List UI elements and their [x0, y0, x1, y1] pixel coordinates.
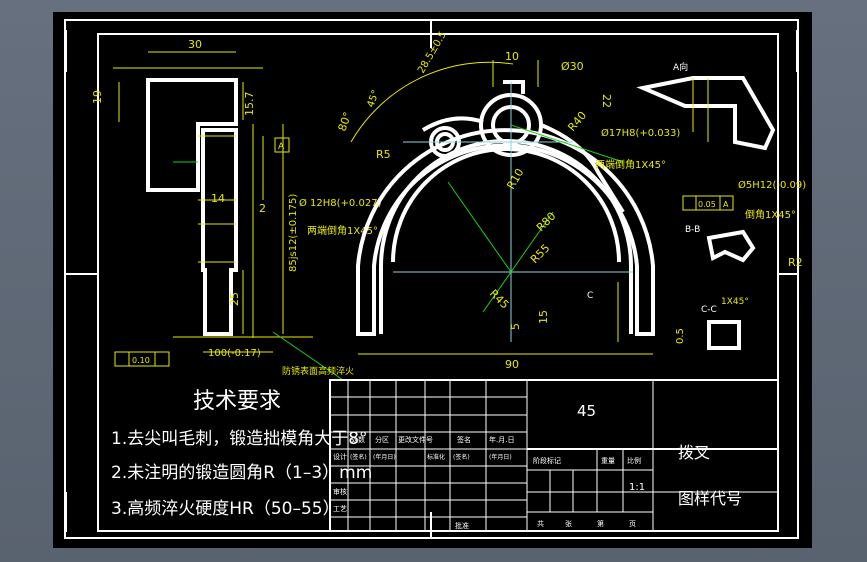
dim-r45: R45 — [487, 287, 511, 311]
tb-stage-0: 阶段标记 — [533, 456, 561, 465]
dim-r55: R55 — [528, 242, 552, 266]
side-view — [146, 78, 238, 336]
dim-90: 90 — [505, 358, 519, 371]
tb-row2-3: 标准化 — [427, 453, 445, 461]
tolerance-frame-2 — [682, 195, 734, 211]
dim-15-7: 15.7 — [243, 92, 256, 117]
tb-row2-1: (签名) — [350, 453, 367, 461]
tb-row2-0: 设计 — [333, 452, 347, 461]
tb-sheet-0: 共 — [537, 519, 544, 528]
dim-14: 14 — [211, 192, 225, 205]
dim-r10: R10 — [504, 166, 526, 191]
tech-line-1: 1.去尖叫毛刺，锻造拙模角大于8° — [111, 429, 368, 449]
tb-approve: 批准 — [455, 521, 469, 530]
tolerance-value-2: 0.05 — [698, 200, 716, 209]
dim-1x45: 1X45° — [721, 297, 749, 307]
section-bb — [706, 229, 756, 263]
tolerance-frame-1 — [114, 351, 170, 367]
tech-line-2: 2.未注明的锻造圆角R（1–3）mm — [111, 463, 372, 483]
dim-2: 2 — [259, 202, 266, 215]
tb-stage-2: 比例 — [627, 456, 641, 465]
tb-header-1: 分区 — [375, 435, 389, 444]
drawing-number: 图样代号 — [678, 489, 742, 508]
dim-19: 19 — [91, 90, 104, 104]
tb-row2-4: (签名) — [453, 453, 470, 461]
tb-sheet-1: 张 — [565, 519, 572, 528]
dim-30-top: 30 — [188, 38, 202, 51]
tb-sheet-3: 页 — [629, 520, 636, 528]
dim-5: 5 — [509, 323, 522, 330]
part-name: 拨叉 — [678, 443, 710, 462]
title-block — [329, 379, 779, 532]
view-a-label: A向 — [673, 61, 688, 73]
dim-r5: R5 — [376, 148, 391, 161]
tb-row2-2: (年月日) — [373, 453, 396, 461]
tech-line-3: 3.高频淬火硬度HR（50–55） — [111, 499, 340, 519]
dim-r40: R40 — [565, 109, 589, 134]
material: 45 — [577, 402, 596, 420]
datum-a-2: A — [723, 200, 729, 209]
tb-process: 工艺 — [333, 505, 347, 513]
dim-r80: R80 — [534, 210, 558, 234]
tb-row2-5: (年月日) — [489, 453, 512, 461]
section-mark-c: C — [587, 291, 593, 301]
engineering-drawing: 30 19 15.7 14 2 25 100(-0.17) 85js12(±0.… — [64, 19, 806, 539]
tb-sheet-2: 第 — [597, 519, 604, 528]
dim-5h12: Ø5H12(-0.09) — [738, 179, 806, 191]
chamfer-note-3: 倒角1X45° — [745, 209, 796, 221]
tb-review: 审核 — [333, 487, 347, 496]
tb-header-3: 签名 — [457, 435, 471, 444]
chamfer-note-1: 两端倒角1X45° — [307, 224, 378, 237]
tb-header-4: 年.月.日 — [489, 435, 514, 444]
dim-17h8: Ø17H8(+0.033) — [601, 127, 680, 139]
dim-r2: R2 — [788, 256, 803, 269]
tech-heading: 技术要求 — [193, 389, 281, 414]
tolerance-value-1: 0.10 — [132, 356, 150, 365]
chamfer-note-2: 两端倒角1X45° — [595, 158, 666, 171]
dim-25: 25 — [228, 292, 241, 306]
section-cc — [707, 320, 741, 350]
dim-100: 100(-0.17) — [208, 348, 261, 359]
dim-0-5: 0.5 — [675, 328, 686, 344]
tb-header-2: 更改文件号 — [398, 435, 433, 444]
anti-rust-note: 防锈表面高频淬火 — [282, 365, 354, 377]
section-cc-label: C-C — [701, 305, 717, 315]
datum-a-1: A — [278, 142, 285, 152]
section-bb-label: B-B — [685, 225, 700, 235]
tb-stage-1: 重量 — [601, 457, 615, 465]
dim-80deg: 80° — [336, 110, 355, 133]
scale: 1:1 — [629, 482, 645, 493]
dim-10: 10 — [505, 50, 519, 63]
dim-22: 22 — [600, 94, 613, 108]
drawing-sheet: 30 19 15.7 14 2 25 100(-0.17) 85js12(±0.… — [53, 12, 812, 548]
dim-12h8: Ø 12H8(+0.027) — [299, 197, 382, 209]
dim-phi30: Ø30 — [561, 60, 584, 73]
dim-85: 85js12(±0.175) — [288, 194, 299, 272]
dim-15: 15 — [537, 310, 550, 324]
view-a-detail — [636, 76, 776, 151]
tb-header-0: 处数 — [351, 435, 365, 444]
